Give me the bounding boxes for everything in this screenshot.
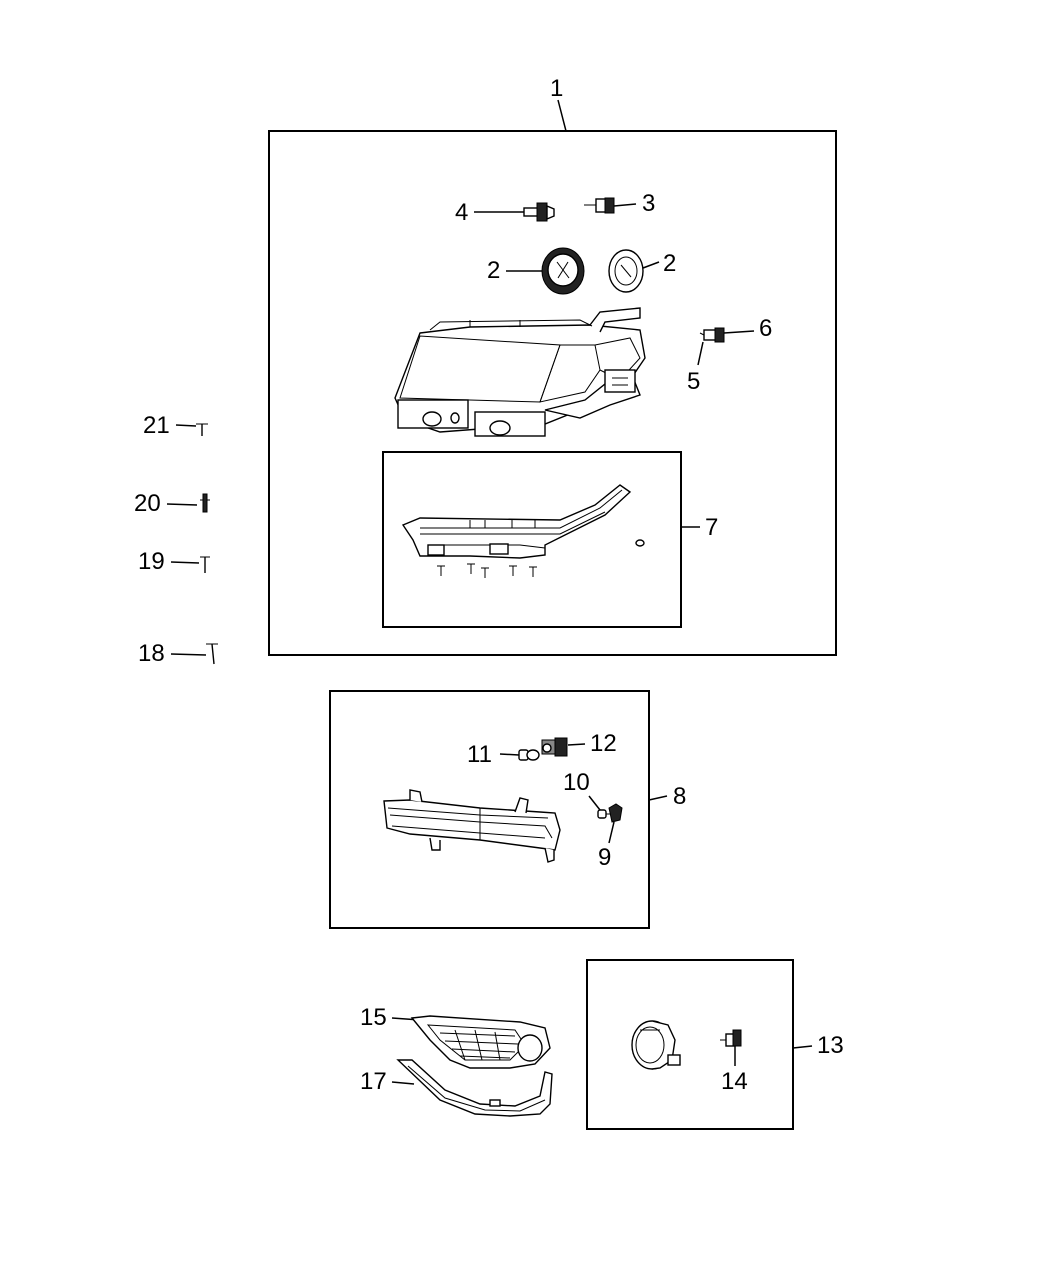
callout-6: 6	[759, 315, 772, 342]
leader-10	[588, 795, 601, 811]
callout-1: 1	[550, 75, 563, 102]
leader-20	[166, 503, 198, 506]
part-20-push-pin	[200, 493, 210, 513]
part-17-bezel-trim	[396, 1059, 553, 1117]
part-2-cap-left	[541, 247, 585, 295]
part-19-screw	[200, 556, 210, 573]
callout-14: 14	[721, 1068, 748, 1095]
fog-lamp-group-box	[586, 959, 794, 1130]
part-11-bulb	[518, 749, 540, 761]
light-bar-group-box	[382, 451, 682, 628]
leader-8	[648, 795, 668, 801]
leader-6	[723, 330, 755, 334]
part-18-screw	[206, 643, 218, 665]
leader-21	[175, 424, 197, 427]
part-10-bulb	[597, 809, 607, 819]
part-7-screws	[437, 539, 645, 578]
callout-15: 15	[360, 1004, 387, 1031]
callout-10: 10	[563, 769, 590, 796]
part-14-bulb	[720, 1029, 742, 1047]
signal-lamp-group-box	[329, 690, 650, 929]
callout-11: 11	[467, 741, 492, 768]
callout-7: 7	[705, 514, 718, 541]
callout-19: 19	[138, 548, 165, 575]
part-2-cap-right	[608, 249, 644, 293]
leader-12	[567, 743, 586, 746]
headlamp-group-box	[268, 130, 837, 656]
part-15-fog-lamp-bezel	[410, 1015, 551, 1069]
leader-5	[697, 341, 704, 366]
part-9-socket	[606, 803, 623, 823]
leader-13	[792, 1045, 813, 1049]
part-4-bulb	[523, 202, 555, 222]
callout-18: 18	[138, 640, 165, 667]
part-3-bulb	[584, 197, 615, 214]
callout-21: 21	[143, 412, 170, 439]
part-1-headlamp-housing	[394, 307, 646, 437]
part-7-light-bar	[401, 484, 632, 559]
leader-9	[608, 821, 615, 844]
part-12-socket	[541, 737, 568, 757]
callout-17: 17	[360, 1068, 387, 1095]
callout-8: 8	[673, 783, 686, 810]
callout-4: 4	[455, 199, 468, 226]
leader-11	[499, 753, 520, 756]
callout-5: 5	[687, 368, 700, 395]
leader-18	[170, 653, 207, 656]
leader-3	[613, 203, 637, 207]
leader-1	[557, 99, 567, 132]
leader-17	[391, 1081, 415, 1085]
part-8-signal-lamp	[383, 789, 561, 863]
callout-2b: 2	[663, 250, 676, 277]
callout-12: 12	[590, 730, 617, 757]
leader-19	[170, 561, 200, 564]
leader-2b	[642, 261, 660, 269]
callout-3: 3	[642, 190, 655, 217]
part-21-screw	[196, 423, 208, 436]
part-6-socket	[699, 327, 725, 343]
callout-20: 20	[134, 490, 161, 517]
callout-9: 9	[598, 844, 611, 871]
callout-2a: 2	[487, 257, 500, 284]
part-13-fog-lamp	[631, 1020, 681, 1070]
callout-13: 13	[817, 1032, 844, 1059]
